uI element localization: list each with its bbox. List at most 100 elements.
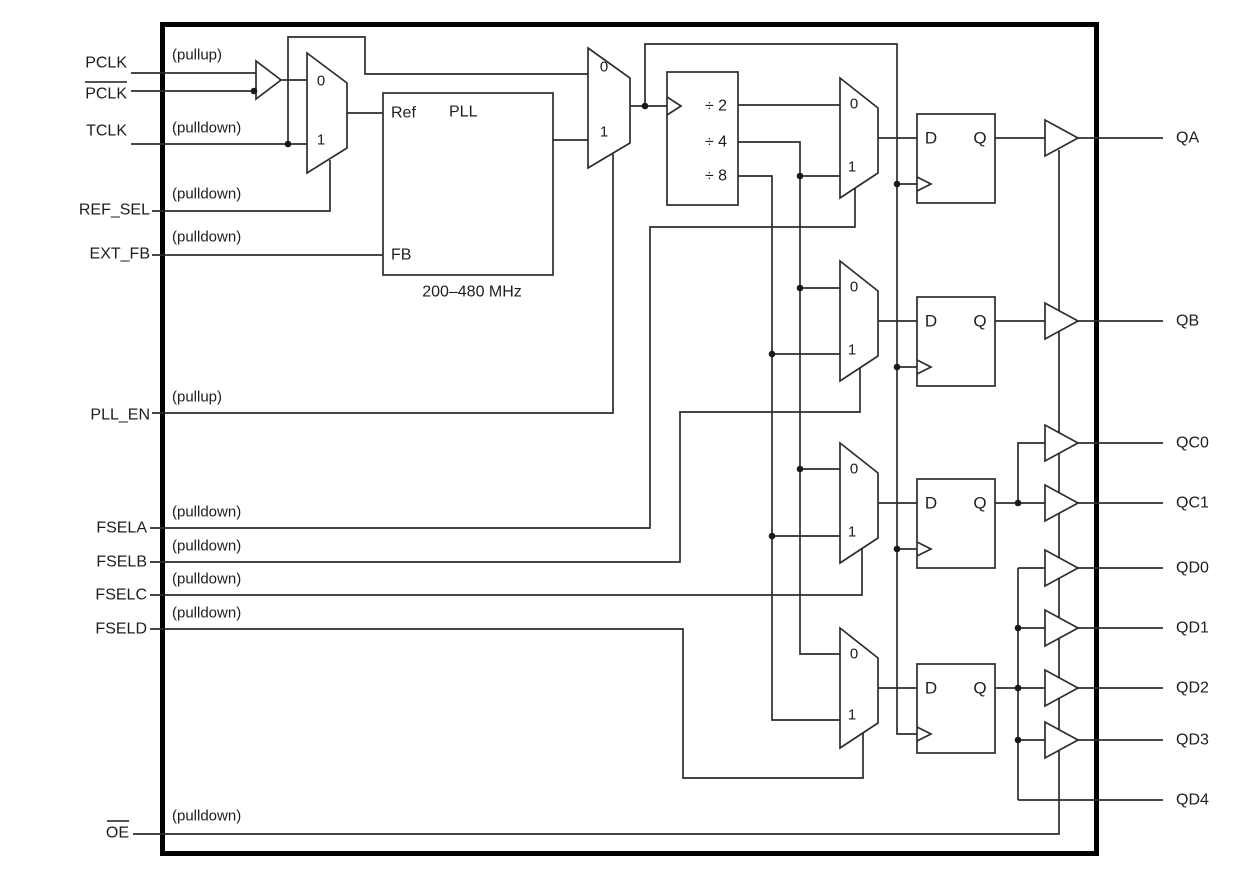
qb-output-label: QB xyxy=(1176,313,1199,330)
pclk-n-label: PCLK xyxy=(85,86,127,103)
qd2-output-label: QD2 xyxy=(1176,680,1209,697)
qd0-output-buffer xyxy=(1044,548,1080,588)
junction-dot xyxy=(893,180,901,188)
chip-boundary xyxy=(160,22,1099,856)
bypass-mux-in0-label: 0 xyxy=(600,59,608,76)
bypass-mux-in1-label: 1 xyxy=(600,124,608,141)
qb-dff xyxy=(916,296,996,387)
ref-sel-pull-note: (pulldown) xyxy=(172,186,241,203)
qd-mux-in1-label: 1 xyxy=(848,707,856,724)
qb-output-buffer xyxy=(1044,301,1080,341)
qa-dff-d-label: D xyxy=(925,129,937,148)
qc-dff-clock-wedge-icon xyxy=(916,541,933,557)
qa-mux-in1-label: 1 xyxy=(848,159,856,176)
qa-dff-clock-wedge-icon xyxy=(916,176,933,192)
ref-mux-in0-label: 0 xyxy=(317,73,325,90)
junction-dot xyxy=(796,465,804,473)
junction-dot xyxy=(796,284,804,292)
pll-range-label: 200–480 MHz xyxy=(422,284,522,301)
qd-dff-clock-wedge-icon xyxy=(916,726,933,742)
fselc-pull-note: (pulldown) xyxy=(172,571,241,588)
qc-dff xyxy=(916,478,996,569)
oe-enable-net xyxy=(133,150,1060,835)
qa-dff xyxy=(916,113,996,204)
differential-input-buffer xyxy=(255,59,283,101)
ref-sel-wire xyxy=(152,160,331,212)
oe-label: OE xyxy=(106,825,129,842)
pll-ref-pin-label: Ref xyxy=(391,105,416,122)
qc-mux xyxy=(839,441,879,565)
qb-dff-q-label: Q xyxy=(973,312,986,331)
qd-mux-in0-label: 0 xyxy=(850,646,858,663)
qa-dff-q-label: Q xyxy=(973,129,986,148)
qd1-output-label: QD1 xyxy=(1176,620,1209,637)
div2-label: ÷ 2 xyxy=(705,98,727,115)
qd4-output-label: QD4 xyxy=(1176,792,1209,809)
shapes xyxy=(255,46,1080,760)
div4-net xyxy=(738,141,840,655)
qc1-output-buffer xyxy=(1044,483,1080,523)
qb-mux-in0-label: 0 xyxy=(850,279,858,296)
qd0-output-label: QD0 xyxy=(1176,560,1209,577)
qd1-output-buffer xyxy=(1044,608,1080,648)
oe-pull-note: (pulldown) xyxy=(172,808,241,825)
junction-dot xyxy=(1014,684,1022,692)
qd-dff-q-label: Q xyxy=(973,679,986,698)
tclk-bypass-wire xyxy=(287,36,588,144)
fselb-label: FSELB xyxy=(96,554,147,571)
pll-name-label: PLL xyxy=(449,104,478,121)
qd-dff xyxy=(916,663,996,754)
qd3-output-label: QD3 xyxy=(1176,732,1209,749)
junction-dots xyxy=(250,87,1022,744)
qc-dff-q-label: Q xyxy=(973,494,986,513)
junction-dot xyxy=(768,350,776,358)
pll-block xyxy=(382,92,554,276)
pll-fb-pin-label: FB xyxy=(391,247,411,264)
fselb-wire xyxy=(150,368,861,563)
qd-dff-d-label: D xyxy=(925,679,937,698)
qa-mux xyxy=(839,76,879,200)
qc-mux-in1-label: 1 xyxy=(848,524,856,541)
qa-mux-in0-label: 0 xyxy=(850,96,858,113)
div8-net xyxy=(738,175,840,721)
labels: PCLK PCLK TCLK REF_SEL EXT_FB PLL_EN FSE… xyxy=(79,47,1209,842)
qd2-output-buffer xyxy=(1044,668,1080,708)
fsela-label: FSELA xyxy=(96,520,147,537)
junction-dot xyxy=(1014,736,1022,744)
qd-mux xyxy=(839,626,879,750)
pll-bypass-mux xyxy=(587,46,631,170)
fsela-wire xyxy=(150,188,856,529)
junction-dot xyxy=(284,140,292,148)
ref-select-mux xyxy=(306,51,348,175)
ext-fb-label: EXT_FB xyxy=(90,246,150,263)
junction-dot xyxy=(796,172,804,180)
qb-dff-clock-wedge-icon xyxy=(916,359,933,375)
junction-dot xyxy=(893,545,901,553)
tclk-pull-note: (pulldown) xyxy=(172,120,241,137)
qa-output-label: QA xyxy=(1176,130,1199,147)
qc1-output-label: QC1 xyxy=(1176,495,1209,512)
qb-mux xyxy=(839,259,879,383)
junction-dot xyxy=(250,87,258,95)
junction-dot xyxy=(1014,499,1022,507)
fseld-label: FSELD xyxy=(95,621,147,638)
pll-en-wire xyxy=(152,154,614,414)
pll-en-pull-note: (pullup) xyxy=(172,389,222,406)
divider-clock-wedge-icon xyxy=(666,96,683,116)
pclk-pull-note: (pullup) xyxy=(172,47,222,64)
div8-label: ÷ 8 xyxy=(705,168,727,185)
pll-en-label: PLL_EN xyxy=(90,407,150,424)
tclk-label: TCLK xyxy=(86,123,127,140)
junction-dot xyxy=(893,363,901,371)
clock-distribution-net xyxy=(644,43,917,735)
wires xyxy=(131,36,1163,835)
ref-sel-label: REF_SEL xyxy=(79,202,150,219)
junction-dot xyxy=(768,532,776,540)
fseld-pull-note: (pulldown) xyxy=(172,605,241,622)
qb-dff-d-label: D xyxy=(925,312,937,331)
qd3-output-buffer xyxy=(1044,720,1080,760)
fselc-wire xyxy=(150,548,863,596)
div4-label: ÷ 4 xyxy=(705,134,727,151)
